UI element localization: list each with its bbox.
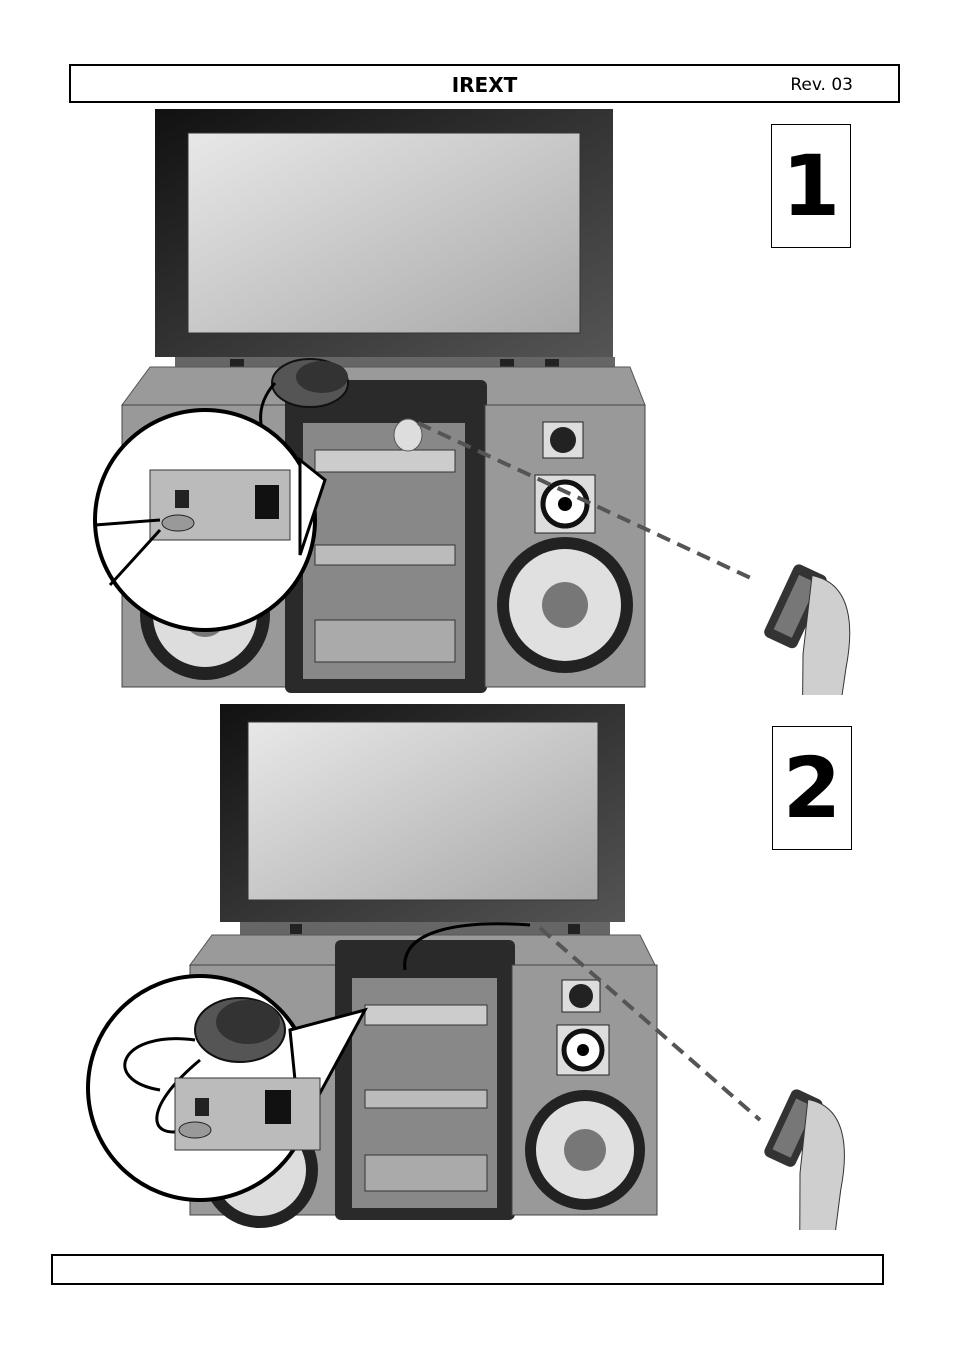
revision-label: Rev. 03 [790, 75, 853, 95]
step-number-1: 1 [771, 124, 851, 248]
step-number-2: 2 [772, 726, 852, 850]
page-header: IREXT Rev. 03 [69, 64, 900, 103]
page-footer [51, 1254, 884, 1285]
document-title: IREXT [71, 73, 898, 97]
